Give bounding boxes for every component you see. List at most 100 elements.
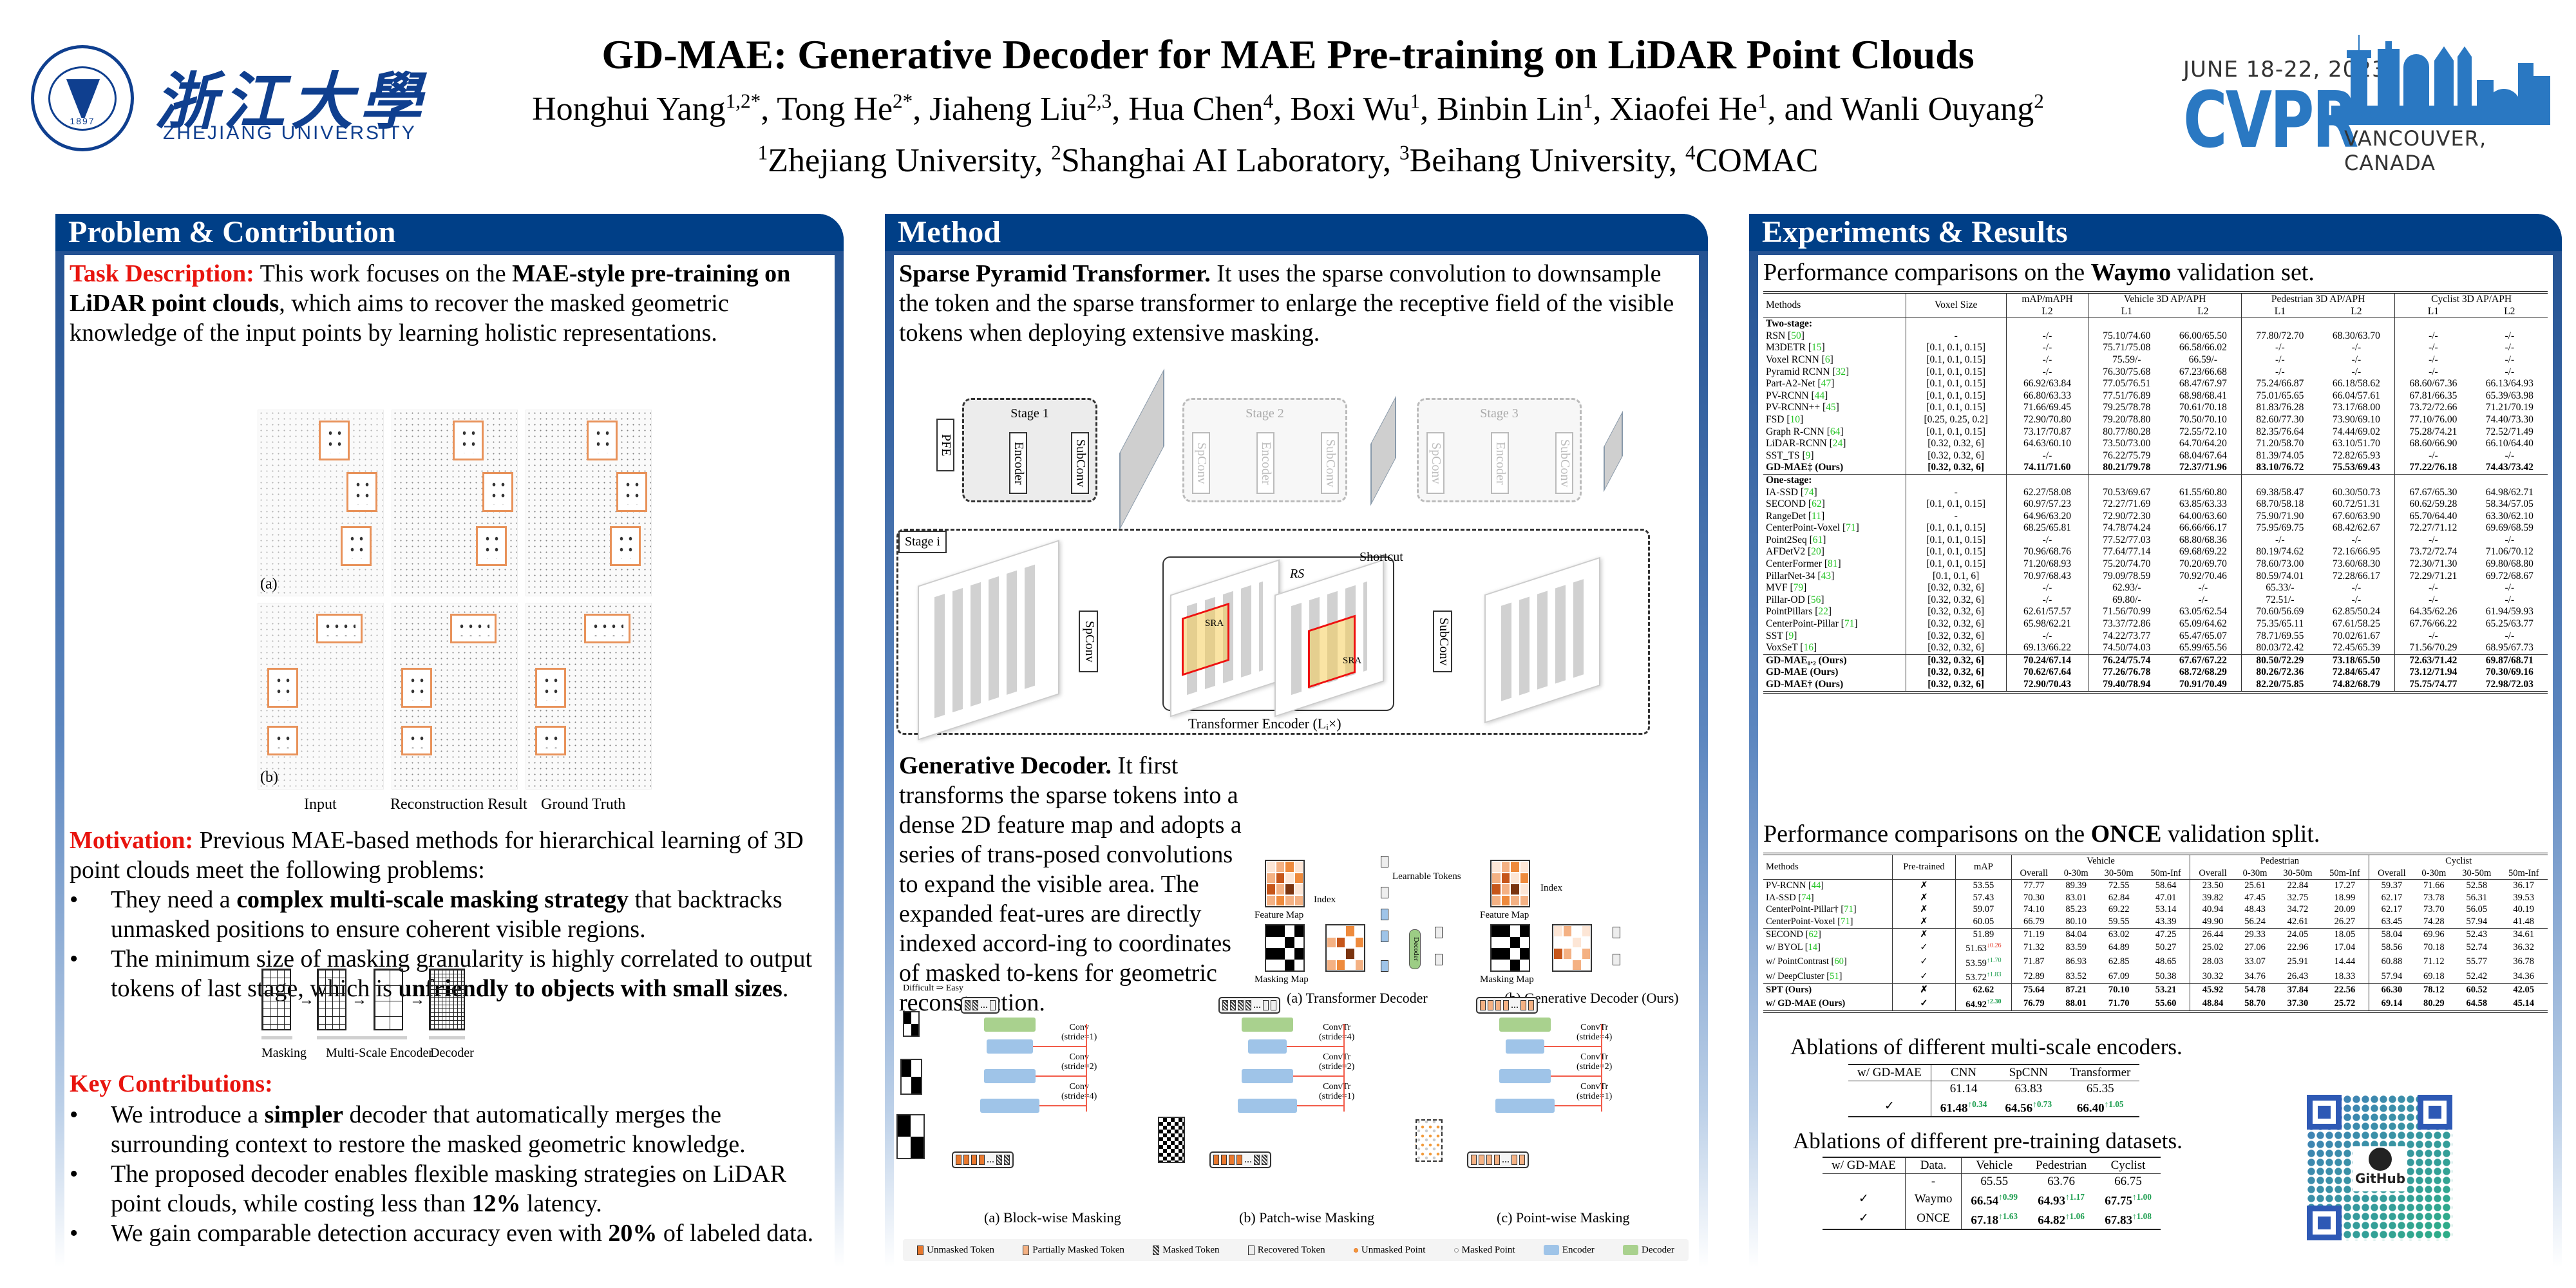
metric-value: 73.72/72.66 bbox=[2409, 402, 2458, 413]
pretrained-flag: ✓ bbox=[1892, 996, 1956, 1014]
citation-ref: 56 bbox=[1810, 594, 1821, 605]
map-value: 53.55 bbox=[1955, 879, 2012, 892]
metric-value: 64.70/64.20 bbox=[2164, 438, 2242, 450]
delta-value: ↓0.26 bbox=[1986, 942, 2002, 950]
metric-value: 82.35/76.64 bbox=[2256, 426, 2304, 437]
metric-value: -/- bbox=[2505, 342, 2515, 354]
legend-label: Partially Masked Token bbox=[1032, 1244, 1125, 1255]
metric-value: 65.35 bbox=[2061, 1081, 2140, 1097]
voxel-size: [0.1, 0.1, 0.15] bbox=[1906, 498, 2007, 511]
group-label: One-stage: bbox=[1763, 473, 1906, 487]
token bbox=[1479, 1155, 1484, 1165]
metric-value: 75.64 bbox=[2011, 983, 2056, 997]
bullet-bold: 20% bbox=[608, 1220, 658, 1247]
ellipsis: ... bbox=[1511, 999, 1519, 1010]
caption-input: Input bbox=[304, 796, 337, 813]
author-affiliation-marker: 2 bbox=[2034, 90, 2044, 113]
motivation-label: Motivation: bbox=[70, 827, 194, 854]
voxel-size: - bbox=[1906, 510, 2007, 523]
metric-value: 71.32 bbox=[2023, 942, 2045, 953]
generated-feature-map bbox=[1552, 924, 1592, 972]
bullet-bold: 12% bbox=[471, 1190, 521, 1217]
metric-value: 72.89 bbox=[2023, 971, 2045, 981]
block-mask-pattern bbox=[903, 1011, 920, 1037]
metric-value: 73.70 bbox=[2423, 904, 2445, 915]
caption-reconstruction: Reconstruction Result bbox=[390, 796, 527, 813]
legend-label: Unmasked Token bbox=[927, 1244, 995, 1255]
metric-value: -/- bbox=[2006, 594, 2089, 607]
author-name: Jiaheng Liu bbox=[929, 91, 1087, 128]
dataset-name: ONCE bbox=[1905, 1209, 1962, 1230]
spconv-block: SpConv bbox=[1426, 432, 1444, 494]
token bbox=[990, 1000, 996, 1010]
author-affiliation-marker: 1 bbox=[1582, 90, 1593, 113]
metric-value: 25.61 bbox=[2235, 879, 2275, 892]
metric-value: 69.96 bbox=[2414, 927, 2454, 941]
author-name: Tong He bbox=[777, 91, 893, 128]
metric-value: 80.26/72.36 bbox=[2256, 667, 2304, 678]
voxel-size: [0.1, 0.1, 0.15] bbox=[1906, 546, 2007, 559]
masking-grid bbox=[261, 969, 291, 1030]
ellipsis: ... bbox=[1502, 1154, 1510, 1165]
author-name: Honghui Yang bbox=[532, 91, 726, 128]
method-name: CenterFormer [81] bbox=[1763, 558, 1906, 571]
delta-value: ↑0.34 bbox=[1967, 1099, 1987, 1109]
metric-value: 52.74 bbox=[2466, 942, 2488, 953]
metric-value: -/- bbox=[2164, 582, 2242, 594]
metric-value: 82.60/77.30 bbox=[2256, 413, 2304, 425]
metric-value: 78.12 bbox=[2414, 983, 2454, 997]
empty-cell bbox=[2394, 473, 2472, 487]
empty-cell bbox=[2394, 317, 2472, 330]
input-token-row: ... bbox=[952, 1151, 1014, 1168]
metric-value: 71.66 bbox=[2414, 879, 2454, 892]
metric-value: 67.75↑1.00 bbox=[2105, 1192, 2152, 1208]
difficult-label: Difficult bbox=[903, 983, 934, 993]
recon-panel-ground-truth-a bbox=[526, 410, 652, 596]
citation-ref: 9 bbox=[1788, 630, 1794, 641]
metric-value: 70.30/69.16 bbox=[2485, 667, 2533, 678]
github-qr-code[interactable]: GitHub bbox=[2307, 1095, 2452, 1240]
voxel-size: [0.1, 0.1, 0.15] bbox=[1906, 402, 2007, 414]
metric-value: 75.71/75.08 bbox=[2103, 342, 2151, 354]
metric-value: 62.93/- bbox=[2112, 582, 2141, 594]
map-value: 53.59↑1.70 bbox=[1955, 954, 2012, 969]
author-affiliation-marker: 1 bbox=[1410, 90, 1421, 113]
metric-value: 64.35/62.26 bbox=[2409, 606, 2458, 618]
delta-value: ↑1.06 bbox=[2065, 1211, 2085, 1222]
metric-value: 66.10/64.40 bbox=[2485, 438, 2533, 450]
metric-value: 62.27/58.08 bbox=[2006, 486, 2089, 499]
github-label: GitHub bbox=[2354, 1171, 2406, 1186]
metric-value: 67.81/66.35 bbox=[2409, 390, 2458, 401]
motivation: Motivation: Previous MAE-based methods f… bbox=[70, 826, 829, 885]
decoder-block bbox=[1242, 1018, 1293, 1032]
skip-connection bbox=[1086, 1024, 1087, 1112]
metric-value: 70.97/68.43 bbox=[2006, 570, 2089, 583]
metric-value: 64.00/63.60 bbox=[2164, 510, 2242, 523]
metric-value: 74.82/68.79 bbox=[2318, 679, 2396, 694]
token bbox=[1263, 1000, 1269, 1010]
contribution-item: •The proposed decoder enables flexible m… bbox=[70, 1159, 829, 1218]
metric-value: 71.66/69.45 bbox=[2006, 402, 2089, 414]
metric-value: -/- bbox=[2006, 342, 2089, 354]
metric-value: -/- bbox=[2429, 450, 2438, 461]
column-header: mAP bbox=[1955, 853, 2012, 880]
feature-map-label: Feature Map bbox=[1480, 910, 1530, 920]
voxel-size: - bbox=[1906, 330, 2007, 343]
metric-value: 50.27 bbox=[2141, 940, 2191, 955]
gd-label: Generative Decoder. bbox=[899, 752, 1112, 779]
affiliation-marker: 3 bbox=[1399, 141, 1410, 164]
citation-ref: 79 bbox=[1793, 582, 1804, 594]
metric-value: 80.19/74.62 bbox=[2256, 546, 2304, 558]
metric-value: 79.20/78.80 bbox=[2103, 413, 2151, 425]
citation-ref: 74 bbox=[1804, 486, 1814, 498]
caption-ground-truth: Ground Truth bbox=[541, 796, 626, 813]
metric-value: 68.30/63.70 bbox=[2318, 330, 2396, 343]
cvpr-2023-logo: JUNE 18-22, 2023 CVPR VANCOUVER, CANADA bbox=[2183, 32, 2563, 175]
metric-value: 89.39 bbox=[2056, 879, 2096, 892]
